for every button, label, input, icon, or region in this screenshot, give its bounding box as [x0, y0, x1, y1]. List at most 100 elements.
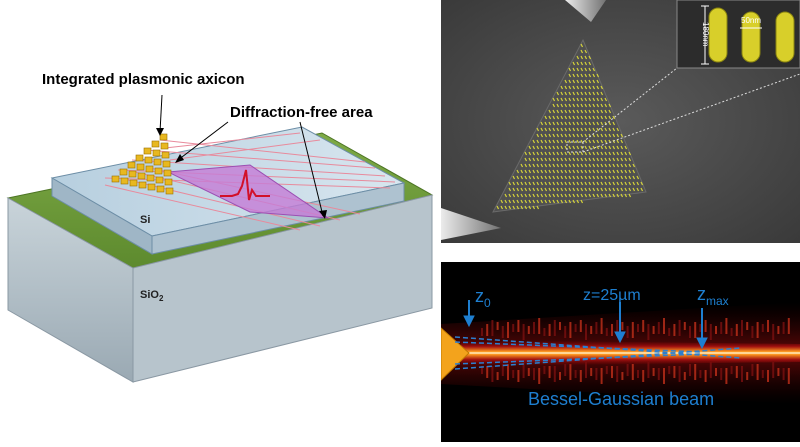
sem-nanorod — [596, 73, 600, 78]
beam-lobe — [694, 322, 697, 338]
sem-nanorod — [560, 193, 564, 198]
sem-nanorod — [580, 169, 584, 174]
sem-nanorod — [572, 61, 576, 66]
zoom-line-bottom — [582, 73, 800, 153]
sem-nanorod — [568, 193, 572, 198]
sem-nanorod — [536, 205, 540, 210]
sem-nanorod — [608, 169, 612, 174]
sem-nanorod — [576, 163, 580, 168]
sem-nanorod — [596, 157, 600, 162]
sem-nanorod — [544, 175, 548, 180]
beam-lobe — [626, 364, 629, 376]
sem-nanorod — [600, 157, 604, 162]
sem-nanorod — [596, 127, 600, 132]
sem-nanorod — [588, 85, 592, 90]
sem-nanorod — [576, 175, 580, 180]
sem-nanorod — [584, 61, 588, 66]
sem-nanorod — [628, 163, 632, 168]
sem-nanorod — [548, 181, 552, 186]
beam-lobe — [683, 322, 686, 330]
sem-nanorod — [552, 163, 556, 168]
sem-nanorod — [592, 115, 596, 120]
sem-nanorod — [636, 181, 640, 186]
sem-nanorod — [540, 151, 544, 156]
sem-nanorod — [604, 109, 608, 114]
sem-nanorod — [536, 181, 540, 186]
beam-lobe — [725, 318, 728, 334]
diffraction-pointer-left — [177, 121, 229, 161]
sem-nanorod — [596, 145, 600, 150]
beam-lobe — [595, 322, 598, 334]
sem-nanorod — [540, 163, 544, 168]
beam-lobe — [496, 372, 499, 380]
beam-lobe — [533, 322, 535, 334]
sem-nanorod — [568, 127, 572, 132]
sem-nanorod — [544, 139, 548, 144]
sem-nanorod — [616, 145, 620, 150]
sem-nanorod — [632, 169, 636, 174]
sem-nanorod — [600, 127, 604, 132]
sem-nanorod — [600, 193, 604, 198]
sem-nanorod — [620, 163, 624, 168]
sem-nanorod — [524, 199, 528, 204]
sem-nanorod — [540, 139, 544, 144]
sio2-substrate-side — [132, 194, 433, 383]
sem-nanorod — [604, 133, 608, 138]
sem-nanorod — [536, 163, 540, 168]
diffraction-pointer-left-head — [175, 154, 184, 163]
sem-nanorod — [568, 109, 572, 114]
sem-nanorod — [580, 163, 584, 168]
sem-nanorod — [528, 199, 532, 204]
sem-nanorod — [632, 175, 636, 180]
sem-nanorod — [588, 121, 592, 126]
sem-nanorod — [564, 181, 568, 186]
inset-nanorod-3 — [775, 11, 795, 63]
gold-nanorod — [153, 158, 162, 166]
sem-nanorod — [544, 127, 548, 132]
gold-nanorod — [111, 175, 120, 183]
sio2-label: SiO2 — [140, 289, 164, 303]
sem-nanorod — [532, 205, 536, 210]
sem-nanorod — [616, 163, 620, 168]
gold-nanorod — [127, 161, 136, 169]
axicon-pointer-head — [156, 128, 164, 136]
beam-lobe — [522, 324, 525, 340]
sem-nanorod — [516, 199, 520, 204]
gold-nanorod — [136, 163, 145, 171]
sem-nanorod — [592, 145, 596, 150]
sem-nanorod — [572, 103, 576, 108]
beam-lobe — [481, 366, 483, 374]
gold-nanorod — [154, 167, 163, 175]
sem-nanorod — [512, 187, 516, 192]
gold-nanorod — [145, 165, 154, 173]
sem-nanorod — [580, 145, 584, 150]
beam-lobe — [767, 370, 769, 382]
sem-nanorod — [580, 139, 584, 144]
sem-nanorod — [580, 61, 584, 66]
sem-nanorod — [580, 85, 584, 90]
sem-nanorod — [580, 175, 584, 180]
sem-nanorod — [572, 193, 576, 198]
beam-lobe — [746, 372, 749, 380]
sem-nanorod — [528, 205, 532, 210]
beam-lobe — [585, 324, 587, 340]
sem-nanorod — [516, 181, 520, 186]
sem-nanorod — [612, 181, 616, 186]
sem-nanorod — [568, 157, 572, 162]
beam-lobe — [699, 370, 702, 378]
sem-nanorod — [564, 91, 568, 96]
sem-nanorod — [624, 187, 628, 192]
sem-nanorod — [536, 157, 540, 162]
sem-nanorod — [620, 157, 624, 162]
sem-nanorod — [556, 193, 560, 198]
sem-nanorod — [608, 121, 612, 126]
sem-nanorod — [528, 163, 532, 168]
sem-nanorod — [524, 169, 528, 174]
sem-nanorod — [640, 187, 644, 192]
sem-nanorod — [544, 193, 548, 198]
sem-nanorod — [564, 85, 568, 90]
sem-nanorod — [552, 115, 556, 120]
sem-nanorod — [532, 187, 536, 192]
sem-nanorod — [552, 109, 556, 114]
sem-nanorod — [500, 199, 504, 204]
